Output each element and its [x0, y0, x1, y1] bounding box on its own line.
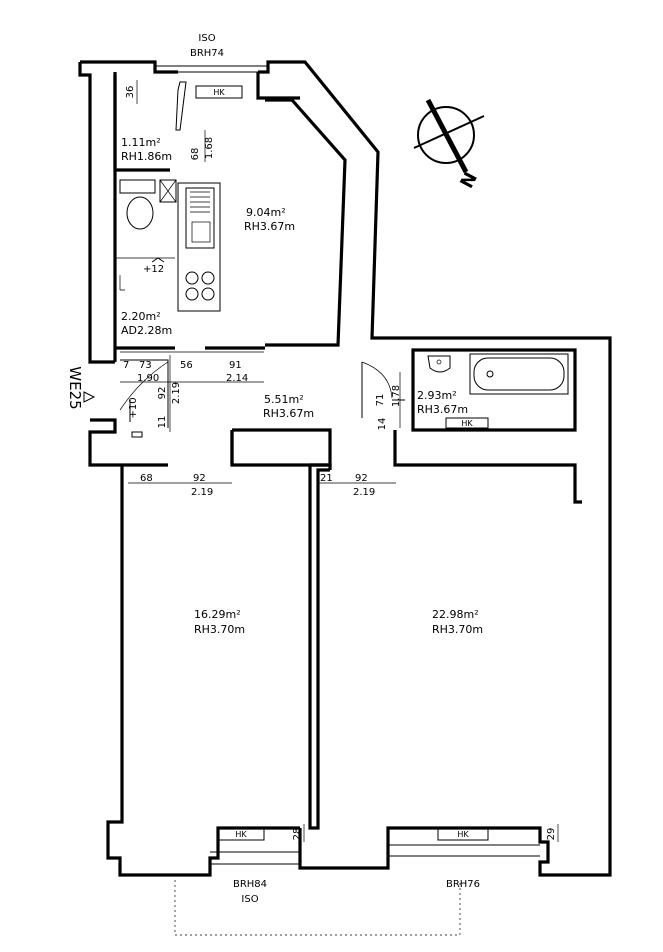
dimension-label: 7 [123, 360, 129, 371]
room-area: 5.51m² [264, 393, 304, 406]
dimension-label: 29 [546, 828, 557, 841]
wc-fittings [115, 179, 177, 291]
room-height: RH1.86m [121, 150, 172, 163]
north-arrow-icon: N [413, 98, 485, 192]
entrance-arrow [83, 391, 96, 403]
room-area: 2.20m² [121, 310, 161, 323]
heater-label: HK [213, 88, 225, 97]
dimension-label: 92 [193, 473, 206, 484]
kitchen-fittings [175, 81, 221, 312]
walls [78, 60, 612, 877]
dimension-label: +10 [128, 397, 139, 418]
heater-label: HK [457, 830, 469, 839]
bottom-left-window-height: BRH84 [233, 879, 267, 890]
top-window-height: BRH74 [190, 48, 224, 59]
dimension-label: 92 [355, 473, 368, 484]
room-height: RH3.70m [432, 623, 483, 636]
room-height: RH3.67m [263, 407, 314, 420]
dimension-label: 28 [292, 828, 303, 841]
dimension-label: 2.19 [191, 487, 213, 498]
dimension-label: 1.90 [137, 373, 159, 384]
room-area: 16.29m² [194, 608, 241, 621]
dimension-label: +12 [143, 264, 164, 275]
room-area: 9.04m² [246, 206, 286, 219]
dimension-label: 68 [190, 148, 201, 161]
room-height: RH3.67m [244, 220, 295, 233]
dimension-label: 2.14 [226, 373, 248, 384]
bathroom-fittings [427, 353, 569, 395]
unit-id: WE25 [66, 366, 84, 409]
room-area: 2.93m² [417, 389, 457, 402]
dimension-label: 1.78 [391, 385, 402, 407]
dimension-label: 1.68 [204, 137, 215, 159]
room-area: 22.98m² [432, 608, 479, 621]
dimension-lines [120, 80, 559, 842]
dimension-label: 92 [157, 387, 168, 400]
dimension-label: 68 [140, 473, 153, 484]
bottom-left-window-type: ISO [241, 894, 258, 905]
heater-label: HK [235, 830, 247, 839]
room-height: RH3.70m [194, 623, 245, 636]
balcony-projection [174, 880, 461, 936]
room-area: 1.11m² [121, 136, 161, 149]
dimension-label: 73 [139, 360, 152, 371]
dimension-label: 56 [180, 360, 193, 371]
dimension-label: 91 [229, 360, 242, 371]
dimension-label: 2.19 [171, 382, 182, 404]
dimension-label: 14 [377, 418, 388, 431]
room-height: AD2.28m [121, 324, 172, 337]
radiators: HK HK HK HK [195, 85, 489, 841]
bottom-right-window-height: BRH76 [446, 879, 480, 890]
dimension-label: 36 [125, 86, 136, 99]
dimension-label: 11 [157, 416, 168, 429]
hall-doors [119, 359, 405, 438]
dimension-label: 71 [375, 394, 386, 407]
top-window-type: ISO [198, 33, 215, 44]
north-label: N [456, 169, 482, 192]
heater-label: HK [461, 419, 473, 428]
dimension-label: 2.19 [353, 487, 375, 498]
room-height: RH3.67m [417, 403, 468, 416]
dimension-label: 21 [320, 473, 333, 484]
